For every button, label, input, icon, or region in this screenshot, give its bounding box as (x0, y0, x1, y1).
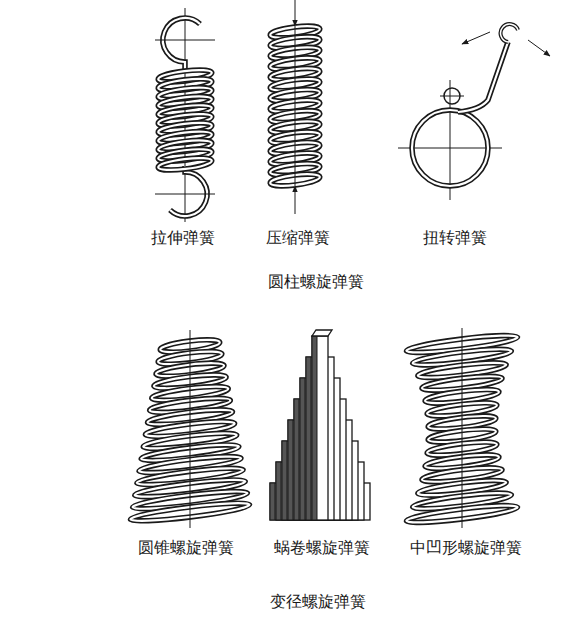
volute-shade (312, 336, 317, 520)
extension-spring (155, 8, 215, 222)
torque-arrow (528, 40, 550, 56)
torsion-coil (412, 110, 488, 186)
conical-spring (130, 330, 250, 528)
center-line (450, 80, 451, 200)
coil-turn (158, 156, 213, 173)
force-arrow (295, 186, 296, 214)
torsion-hook (501, 24, 518, 42)
spring-label: 圆锥螺旋弹簧 (136, 538, 236, 557)
spring-label: 压缩弹簧 (264, 228, 332, 247)
torsion-arm (458, 42, 508, 112)
spring-label: 扭转弹簧 (421, 228, 489, 247)
compression-spring (270, 0, 321, 214)
center-line (155, 194, 215, 195)
volute-shade (288, 420, 293, 520)
torsion-arm (458, 42, 508, 112)
group-caption: 圆柱螺旋弹簧 (266, 272, 366, 291)
volute-top (312, 330, 332, 336)
center-line (155, 40, 215, 41)
volute-shade (270, 483, 275, 520)
volute-spring (270, 330, 370, 520)
concave-spring (406, 328, 518, 528)
volute-layer (312, 336, 328, 520)
center-line (462, 328, 463, 528)
group-caption: 变径螺旋弹簧 (268, 592, 368, 611)
torsion-hook (501, 24, 518, 42)
spring-hook (170, 166, 207, 216)
volute-shade (300, 378, 305, 520)
spring-label: 蜗卷螺旋弹簧 (272, 538, 372, 557)
torsion-coil (412, 110, 488, 186)
torque-arrow (462, 32, 490, 44)
volute-shade (306, 357, 311, 520)
spring-hook (170, 166, 207, 216)
center-line (190, 330, 191, 528)
torsion-spring (398, 24, 550, 200)
force-arrow (295, 0, 296, 26)
volute-shade (276, 462, 281, 520)
spring-hook (163, 18, 200, 72)
spring-hook (163, 18, 200, 72)
center-line (440, 96, 464, 97)
spring-label: 中凹形螺旋弹簧 (408, 538, 524, 557)
volute-shade (294, 399, 299, 520)
spring-label: 拉伸弹簧 (149, 228, 217, 247)
volute-shade (282, 441, 287, 520)
center-line (295, 26, 296, 186)
coil-turn (158, 156, 213, 173)
